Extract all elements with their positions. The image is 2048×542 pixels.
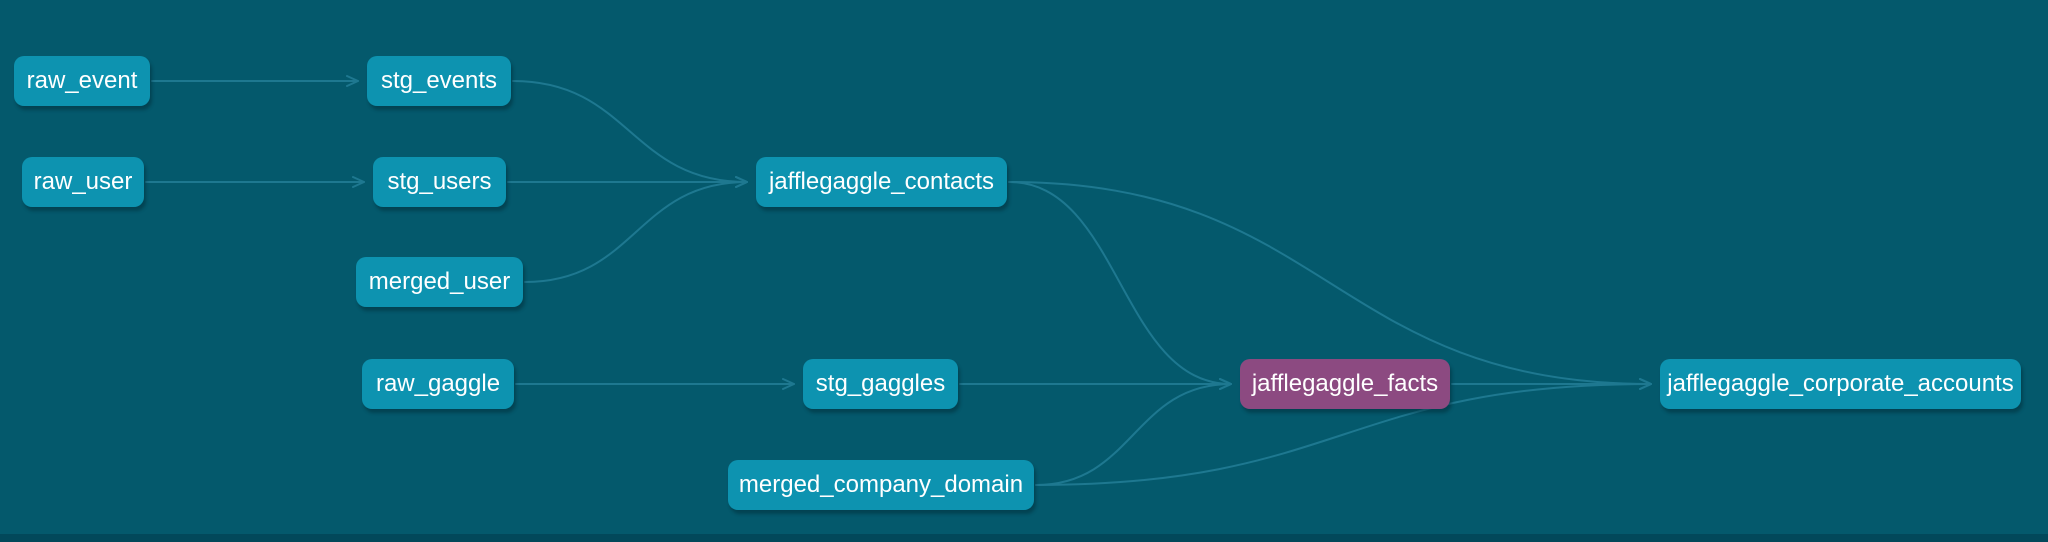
node-label: merged_company_domain: [738, 471, 1024, 498]
node-jafflegaggle_corporate_accounts[interactable]: jafflegaggle_corporate_accounts: [1660, 359, 2021, 409]
node-label: jafflegaggle_facts: [1251, 370, 1439, 397]
node-label: stg_events: [380, 67, 498, 94]
edge-jafflegaggle_contacts-jafflegaggle_facts: [1008, 181, 1232, 390]
node-label: stg_gaggles: [815, 370, 946, 397]
node-raw_user[interactable]: raw_user: [22, 157, 144, 207]
node-label: raw_event: [26, 67, 138, 94]
node-label: raw_user: [33, 168, 133, 195]
edge-merged_company_domain-jafflegaggle_facts: [1035, 378, 1232, 486]
edge-merged_user-jafflegaggle_contacts: [524, 176, 748, 283]
edge-jafflegaggle_contacts-jafflegaggle_corporate_accounts: [1008, 181, 1652, 390]
node-label: jafflegaggle_corporate_accounts: [1667, 370, 2014, 397]
node-stg_events[interactable]: stg_events: [367, 56, 511, 106]
node-stg_users[interactable]: stg_users: [373, 157, 506, 207]
node-raw_event[interactable]: raw_event: [14, 56, 150, 106]
node-stg_gaggles[interactable]: stg_gaggles: [803, 359, 958, 409]
node-label: jafflegaggle_contacts: [768, 168, 995, 195]
node-jafflegaggle_facts[interactable]: jafflegaggle_facts: [1240, 359, 1450, 409]
node-merged_company_domain[interactable]: merged_company_domain: [728, 460, 1034, 510]
node-jafflegaggle_contacts[interactable]: jafflegaggle_contacts: [756, 157, 1007, 207]
edge-merged_company_domain-jafflegaggle_corporate_accounts: [1035, 378, 1652, 486]
node-merged_user[interactable]: merged_user: [356, 257, 523, 307]
edge-stg_events-jafflegaggle_contacts: [512, 80, 748, 188]
node-label: raw_gaggle: [375, 370, 501, 397]
node-label: stg_users: [387, 168, 492, 195]
bottom-edge-bar: [0, 534, 2048, 542]
node-raw_gaggle[interactable]: raw_gaggle: [362, 359, 514, 409]
node-label: merged_user: [368, 268, 511, 295]
